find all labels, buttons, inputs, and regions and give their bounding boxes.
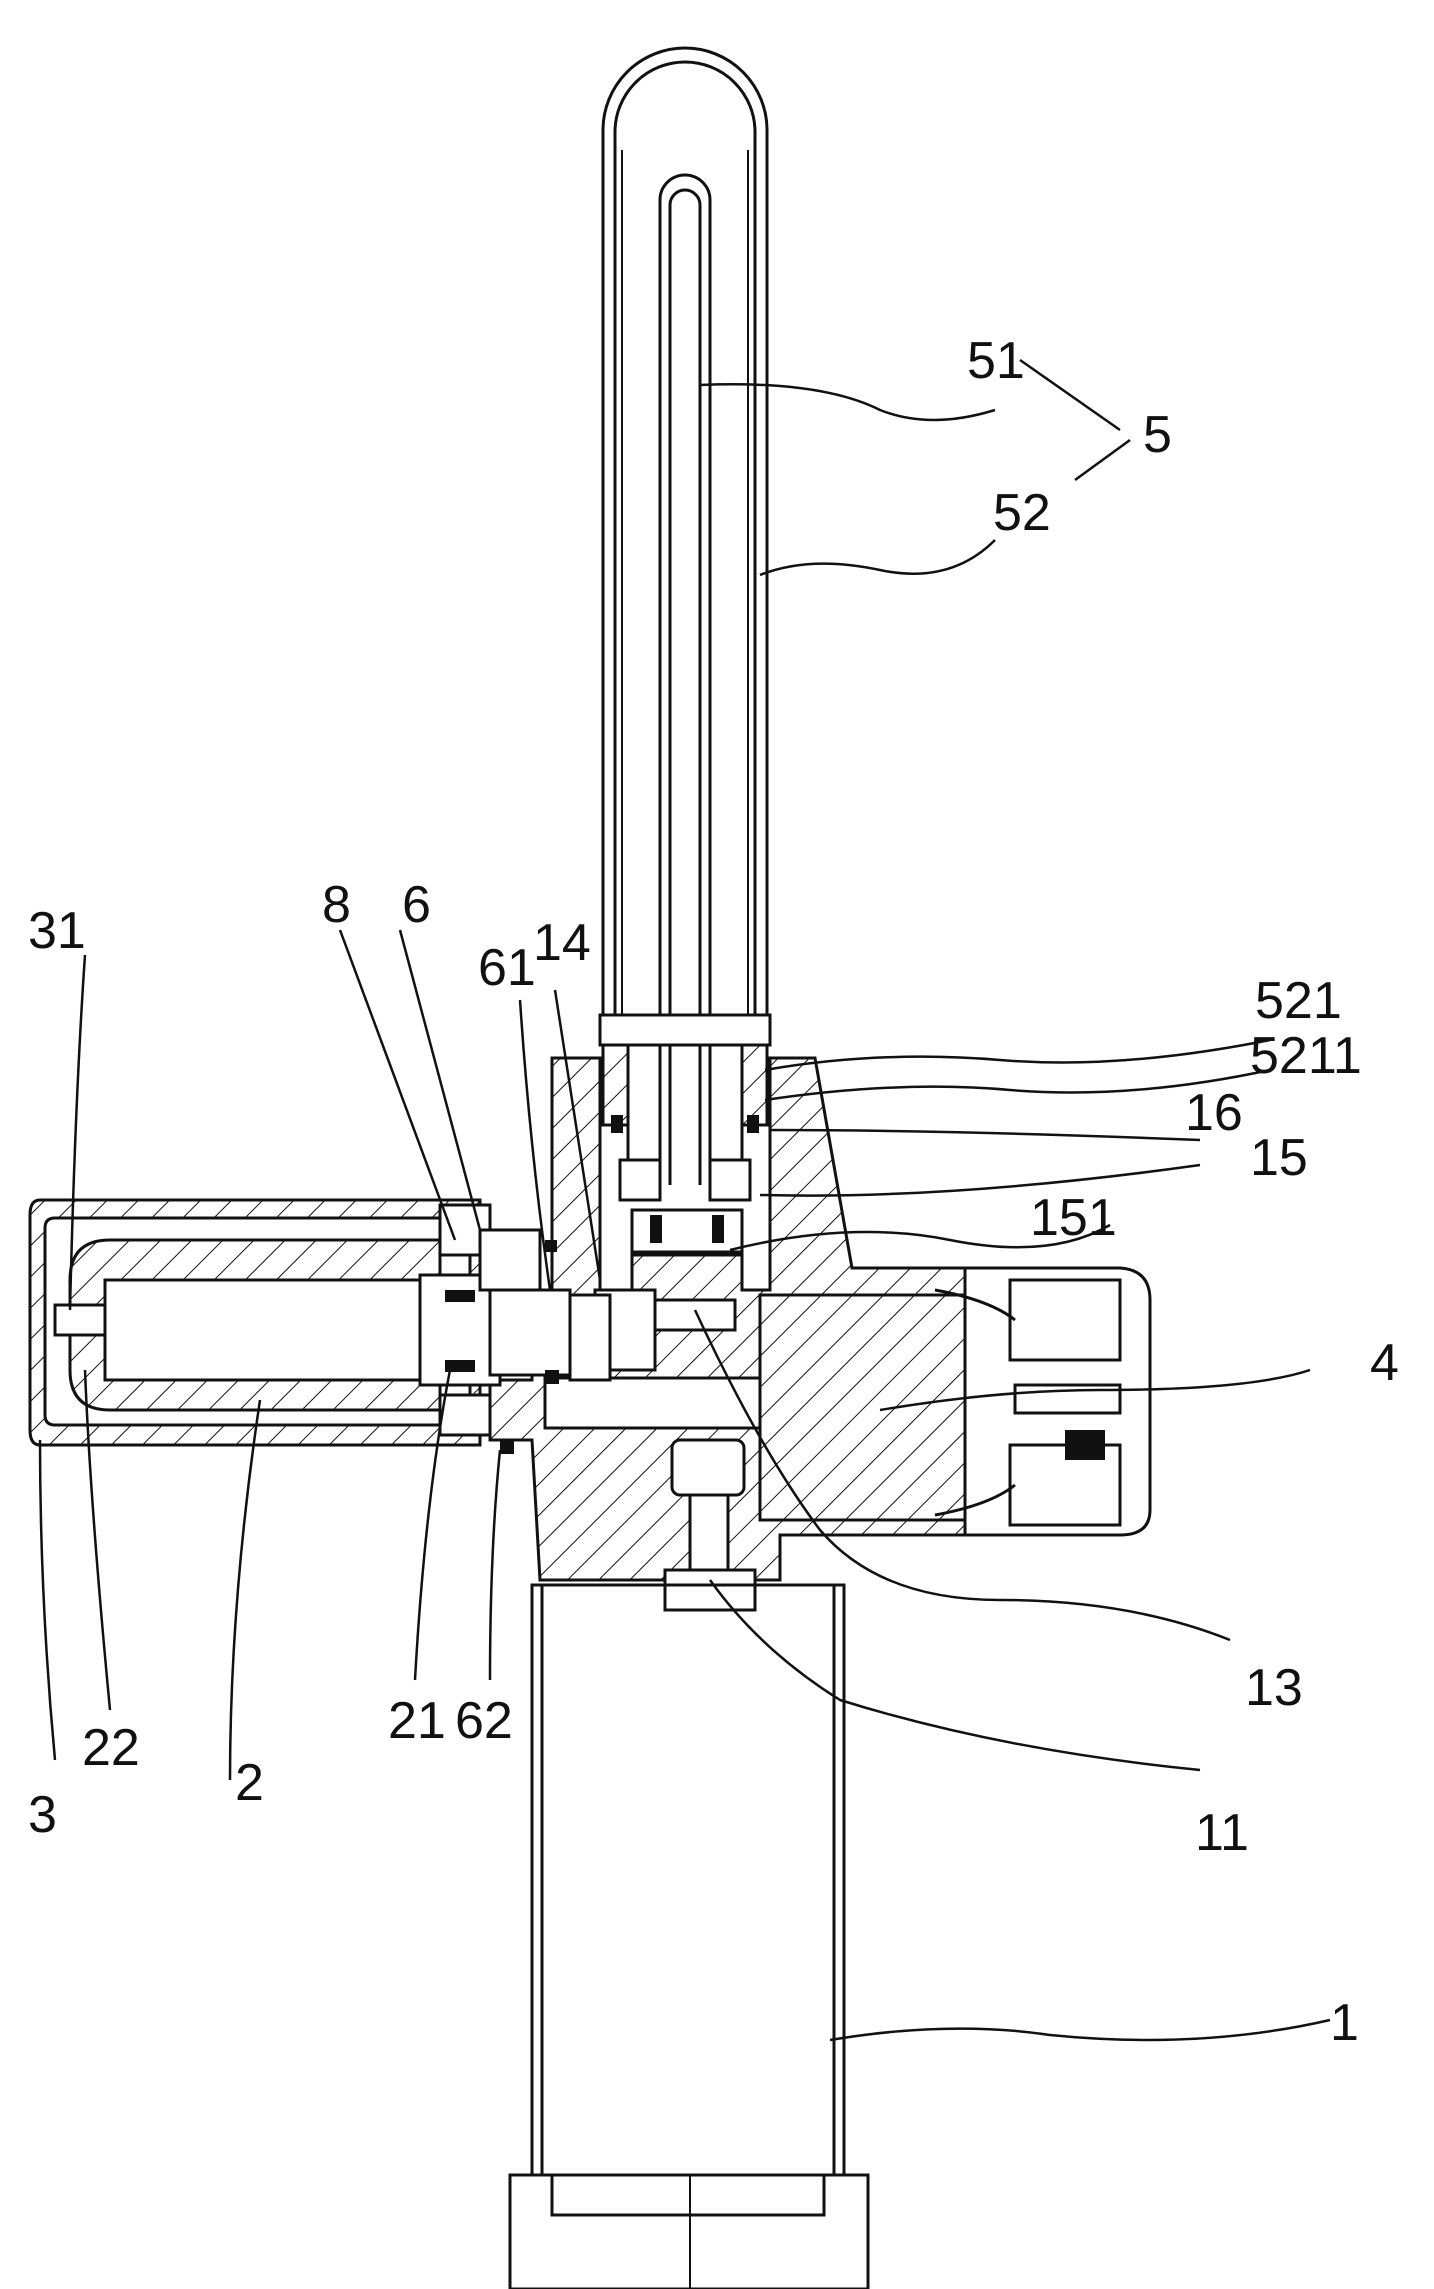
connector [478, 1228, 612, 1454]
label-5211: 5211 [1250, 1027, 1362, 1085]
cartridge-handle [934, 1266, 1152, 1537]
label-62: 62 [455, 1692, 513, 1750]
label-14: 14 [533, 914, 591, 972]
label-31: 31 [28, 902, 86, 960]
label-8: 8 [322, 876, 351, 934]
label-4: 4 [1370, 1334, 1399, 1392]
spout-tube [601, 46, 769, 1185]
lower-body-column [508, 1583, 870, 2289]
label-3: 3 [28, 1786, 57, 1844]
label-1: 1 [1330, 1994, 1359, 2052]
label-52: 52 [993, 484, 1051, 542]
label-15: 15 [1250, 1129, 1308, 1187]
label-11: 11 [1195, 1804, 1249, 1862]
part-labels: 51 5 52 521 5211 16 15 151 4 13 11 1 31 … [28, 332, 1399, 2052]
label-6: 6 [402, 876, 431, 934]
label-22: 22 [82, 1719, 140, 1777]
label-5: 5 [1143, 406, 1172, 464]
leader-lines [38, 358, 1331, 2042]
label-16: 16 [1185, 1084, 1243, 1142]
label-521: 521 [1255, 972, 1342, 1030]
label-2: 2 [235, 1754, 264, 1812]
label-61: 61 [478, 939, 536, 997]
filter-cartridge [28, 1198, 502, 1447]
label-13: 13 [1245, 1659, 1303, 1717]
label-21: 21 [388, 1692, 446, 1750]
label-51: 51 [967, 332, 1025, 390]
label-151: 151 [1030, 1189, 1117, 1247]
spout-base-fittings [598, 1013, 772, 1254]
